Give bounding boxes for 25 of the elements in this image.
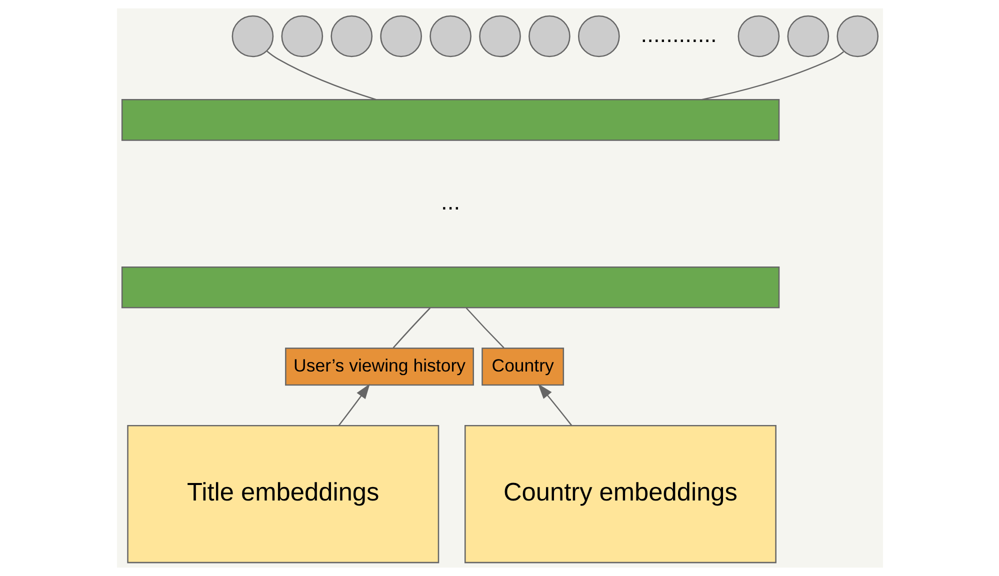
node-circle: [786, 15, 829, 58]
node-box: Title embeddings: [126, 424, 439, 564]
node-box: User’s viewing history: [284, 348, 474, 386]
node-bar: [120, 266, 780, 308]
label: ............: [640, 20, 716, 47]
node-box: Country: [481, 348, 564, 386]
node-box: Country embeddings: [464, 424, 776, 564]
node-circle: [280, 15, 323, 58]
node-circle: [737, 15, 780, 58]
node-circle: [380, 15, 422, 58]
connector: [465, 308, 504, 348]
node-circle: [429, 15, 471, 58]
connector: [266, 50, 376, 100]
node-bar: [120, 99, 780, 141]
connector: [701, 51, 844, 100]
arrow: [338, 384, 370, 426]
arrow: [537, 384, 572, 426]
node-circle: [528, 15, 570, 58]
label: ...: [440, 188, 460, 214]
node-circle: [330, 15, 372, 58]
node-circle: [836, 15, 878, 58]
node-circle: [231, 15, 274, 58]
node-circle: [478, 15, 520, 58]
node-circle: [578, 15, 620, 58]
connector: [392, 308, 430, 348]
